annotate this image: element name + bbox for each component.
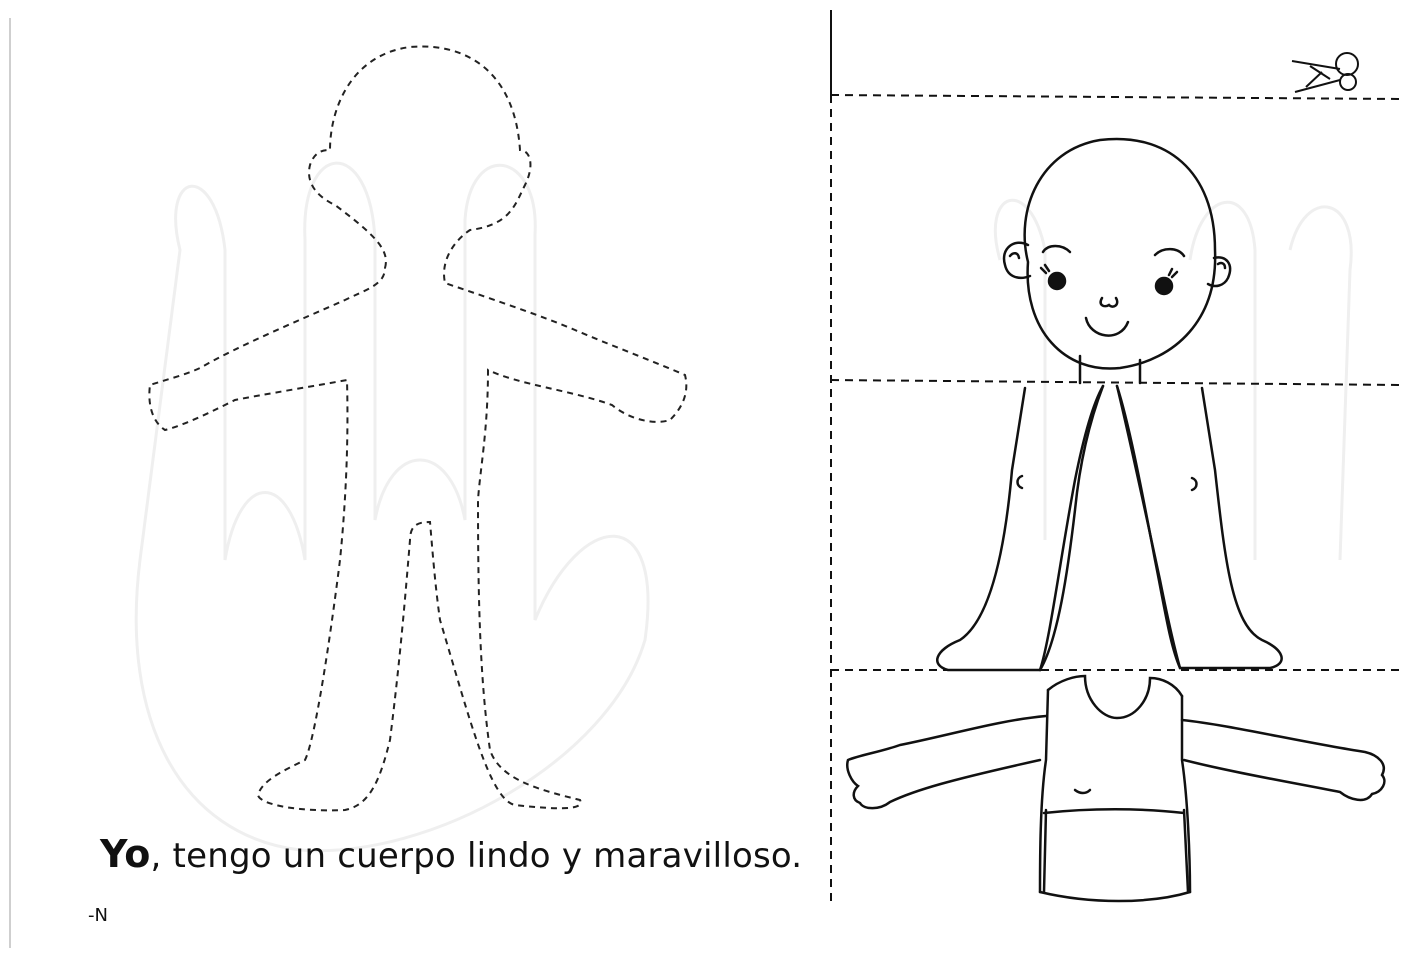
cut-line-middle-upper <box>830 379 1401 386</box>
cut-line-top <box>830 94 1401 100</box>
caption-rest: , tengo un cuerpo lindo y maravilloso. <box>150 836 803 876</box>
watermark-hand <box>134 161 1353 853</box>
scissors-icon <box>1291 52 1359 93</box>
head-piece <box>1002 137 1232 385</box>
legs-piece <box>936 384 1283 672</box>
torso-piece <box>846 674 1386 903</box>
worksheet-caption: Yo, tengo un cuerpo lindo y maravilloso. <box>100 835 802 873</box>
caption-lead: Yo <box>100 832 151 876</box>
page-mark: -N <box>88 905 108 926</box>
body-outline-dashed <box>148 45 688 812</box>
